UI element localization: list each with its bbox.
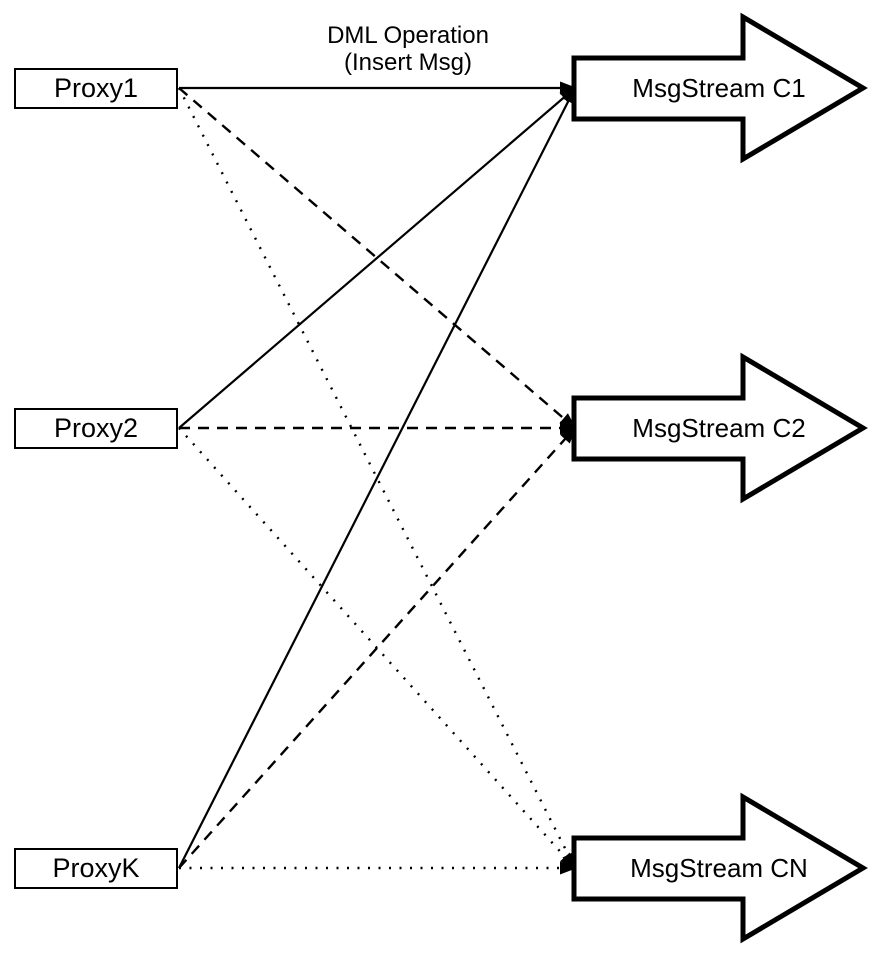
- edge-proxy1-cn: [177, 87, 572, 860]
- node-proxy1-label: Proxy1: [53, 73, 139, 103]
- right-arrow-icon: [571, 792, 868, 944]
- edge-proxyk-cn-arrowhead: [560, 861, 577, 875]
- edge-proxy2-c1: [178, 93, 569, 429]
- node-proxyk-label: ProxyK: [52, 853, 140, 883]
- right-arrow-icon: [571, 12, 868, 164]
- msgstream-c1-arrow-shape: [571, 12, 868, 164]
- node-proxy2: Proxy2: [14, 408, 178, 449]
- node-proxy1: Proxy1: [14, 68, 178, 109]
- node-msgstream-cn: MsgStream CN: [570, 792, 868, 944]
- annotation-line2: (Insert Msg): [343, 49, 472, 76]
- annotation-line1: DML Operation: [327, 22, 489, 49]
- msgstream-cn-arrow-shape: [571, 792, 868, 944]
- node-msgstream-c2: MsgStream C2: [570, 352, 868, 504]
- edge-proxyk-c1: [178, 96, 572, 869]
- edge-proxy2-cn: [178, 427, 570, 862]
- edge-proxy1-c2: [178, 87, 569, 423]
- node-msgstream-c1: MsgStream C1: [570, 12, 868, 164]
- edge-proxyk-c2: [178, 434, 570, 869]
- edge-proxy2-c2-arrowhead: [560, 421, 577, 435]
- node-proxyk: ProxyK: [14, 848, 178, 889]
- edge-annotation: DML Operation (Insert Msg): [258, 22, 558, 76]
- right-arrow-icon: [571, 352, 868, 504]
- node-proxy2-label: Proxy2: [53, 413, 139, 443]
- msgstream-c2-arrow-shape: [571, 352, 868, 504]
